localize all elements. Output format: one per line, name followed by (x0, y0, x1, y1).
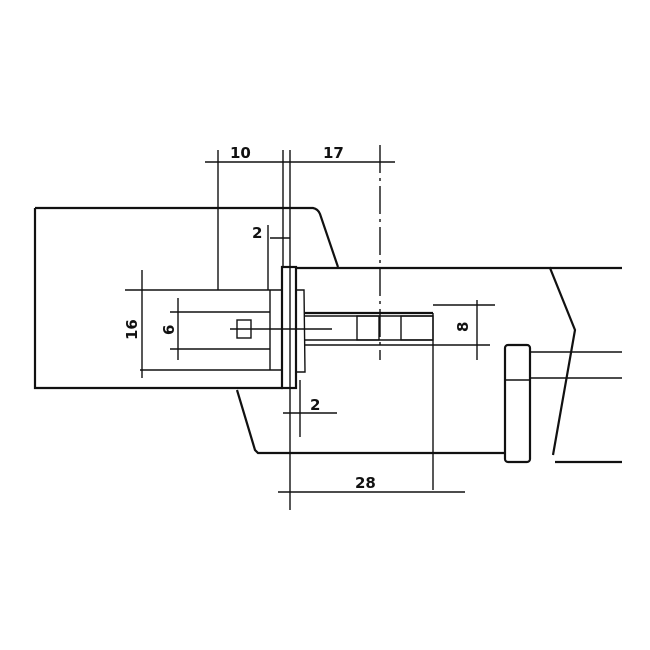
dim-10: 10 (230, 144, 251, 162)
dim-16: 16 (123, 319, 141, 340)
left-block (33, 206, 340, 390)
dim-6: 6 (160, 325, 178, 335)
dim-2-upper: 2 (252, 224, 262, 242)
dim-28: 28 (355, 474, 376, 492)
dim-8: 8 (454, 322, 472, 332)
dim-2-lower: 2 (310, 396, 320, 414)
hinge-pin (305, 311, 434, 490)
right-block (235, 266, 622, 464)
dimension-lines (141, 150, 495, 510)
screw (230, 319, 332, 339)
dim-17: 17 (323, 144, 344, 162)
mounting-plate (280, 265, 306, 390)
